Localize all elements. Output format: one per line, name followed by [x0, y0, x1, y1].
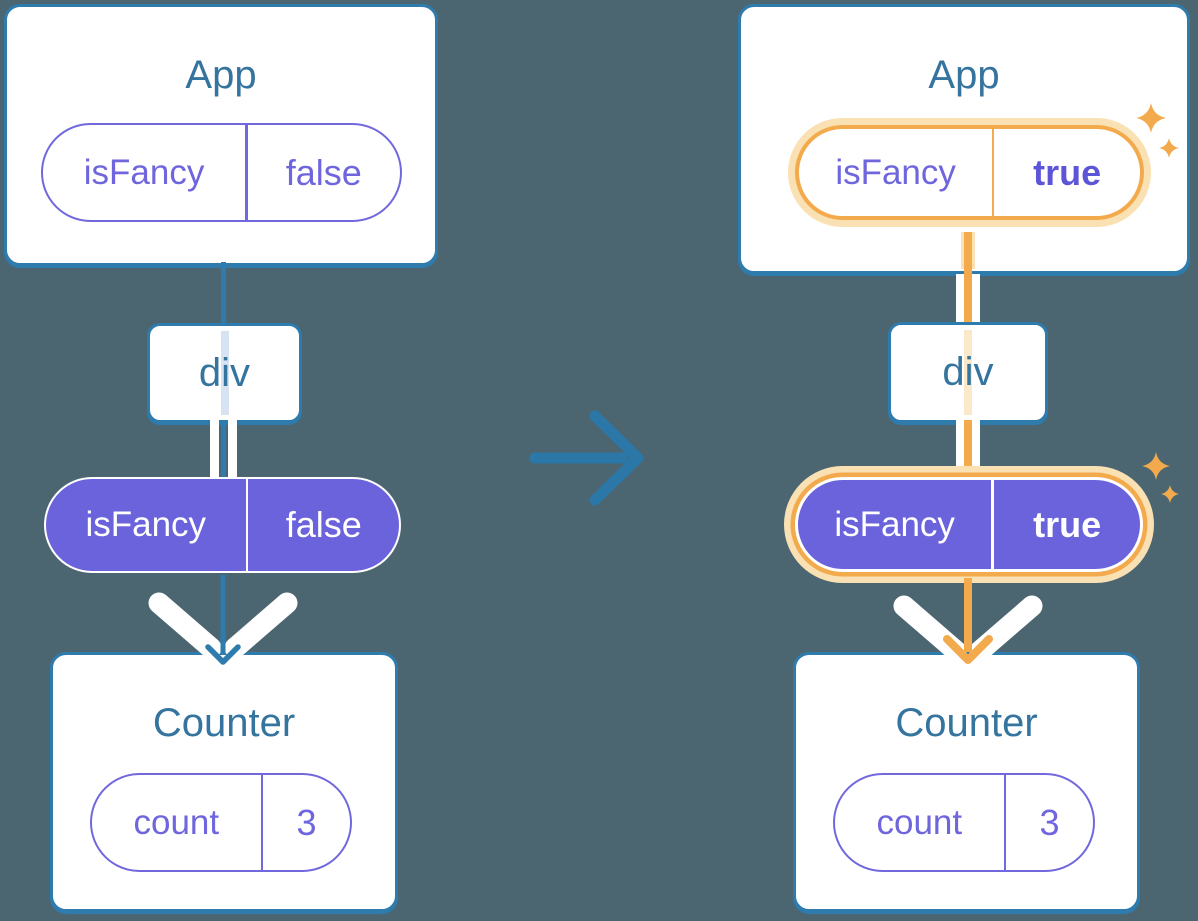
state-key: count: [876, 802, 963, 842]
state-value: false: [285, 151, 362, 193]
state-pill-highlighted: isFancy true: [795, 125, 1144, 220]
tree-edge: [221, 262, 226, 326]
component-title: App: [185, 53, 257, 97]
sparkles-icon: [1142, 452, 1179, 503]
app-card: App isFancy false: [4, 4, 438, 266]
prop-key: isFancy: [85, 505, 207, 544]
pill-divider: [991, 480, 995, 569]
state-value: true: [1033, 151, 1102, 193]
state-key: isFancy: [83, 152, 205, 192]
pill-divider: [245, 125, 248, 220]
component-title: App: [928, 53, 1000, 97]
sparkles-icon: [1136, 103, 1179, 158]
component-title: div: [942, 350, 994, 394]
flow-arrow-down-icon: [893, 578, 1043, 664]
tree-edge: [221, 420, 226, 480]
state-trace-line: [964, 330, 972, 415]
prop-pill: isFancy false: [44, 477, 401, 573]
component-title: div: [198, 350, 251, 395]
prop-key: isFancy: [834, 504, 955, 544]
pill-divider: [1003, 775, 1007, 870]
prop-pipe: [228, 420, 237, 480]
pill-divider: [992, 129, 995, 216]
prop-value: false: [285, 504, 362, 545]
state-flow-line: [964, 420, 972, 478]
state-value: 3: [1039, 801, 1060, 843]
state-key: isFancy: [835, 152, 956, 192]
state-flow-line: [964, 274, 972, 322]
div-card: div: [888, 322, 1048, 423]
component-title: Counter: [152, 701, 296, 745]
flow-arrow-down-icon: [148, 575, 298, 665]
counter-card: Counter count 3: [50, 652, 398, 912]
state-pill: count 3: [90, 773, 352, 872]
state-value: 3: [296, 801, 317, 843]
counter-card: Counter count 3: [793, 652, 1140, 912]
component-title: Counter: [895, 701, 1038, 745]
state-key: count: [133, 802, 220, 842]
div-card: div: [147, 323, 302, 423]
state-pill: count 3: [833, 773, 1095, 872]
prop-pipe: [210, 420, 219, 480]
state-pill: isFancy false: [41, 123, 402, 222]
prop-pill-highlighted: isFancy true: [795, 477, 1143, 572]
pill-divider: [260, 775, 264, 870]
pill-divider: [245, 479, 249, 571]
app-card: App isFancy true: [738, 4, 1190, 274]
arrow-right-icon: [529, 410, 644, 506]
state-trace-line: [220, 331, 229, 415]
prop-value: true: [1033, 503, 1102, 545]
